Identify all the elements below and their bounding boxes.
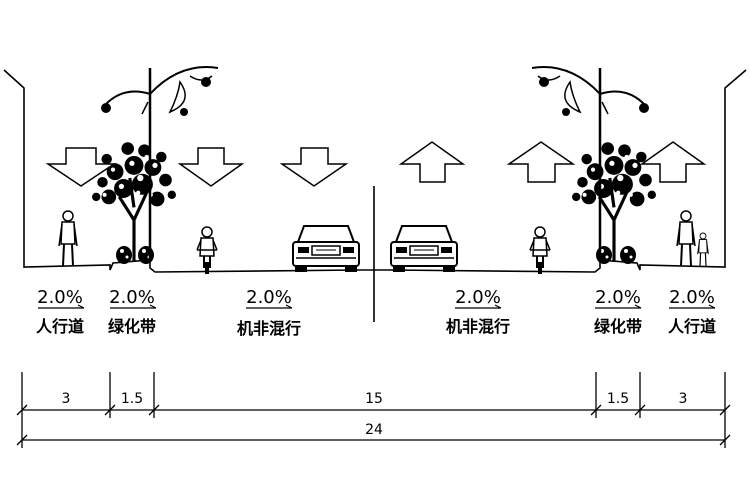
pedestrian-icon [676, 210, 696, 267]
shrub-icon [116, 246, 132, 264]
label-left-greenbelt: 绿化带 [108, 317, 156, 336]
label-right-sidewalk: 人行道 [668, 317, 716, 336]
slope-right-roadway: 2.0% [455, 287, 501, 308]
slope-right-greenbelt: 2.0% [595, 287, 641, 308]
cyclist-icon [529, 226, 551, 275]
pedestrian-icon [696, 232, 710, 267]
tree-icon [90, 140, 178, 264]
dimension-right-sidewalk: 3 [679, 391, 688, 407]
dimension-roadway: 15 [365, 391, 383, 407]
slope-left-sidewalk: 2.0% [37, 287, 83, 308]
dimension-total: 24 [365, 422, 383, 438]
dimension-left-sidewalk: 3 [62, 391, 71, 407]
label-left-sidewalk: 人行道 [36, 317, 84, 336]
car-icon [390, 225, 458, 273]
slope-left-greenbelt: 2.0% [109, 287, 155, 308]
dimension-right-greenbelt: 1.5 [607, 391, 629, 407]
label-right-roadway: 机非混行 [446, 317, 510, 336]
slope-right-sidewalk: 2.0% [669, 287, 715, 308]
slope-underlines [38, 304, 716, 309]
dimension-lines [16, 372, 731, 448]
car-icon [292, 225, 360, 273]
dimension-left-greenbelt: 1.5 [121, 391, 143, 407]
tree-icon [570, 140, 658, 264]
label-right-greenbelt: 绿化带 [594, 317, 642, 336]
traffic-direction-arrow-icon [45, 141, 707, 187]
cyclist-icon [196, 226, 218, 275]
ground-profile [3, 69, 747, 273]
label-left-roadway: 机非混行 [237, 319, 301, 338]
pedestrian-icon [58, 210, 78, 267]
slope-left-roadway: 2.0% [246, 287, 292, 308]
shrub-icon [596, 246, 612, 264]
shrub-icon [620, 246, 636, 264]
shrub-icon [138, 246, 154, 264]
